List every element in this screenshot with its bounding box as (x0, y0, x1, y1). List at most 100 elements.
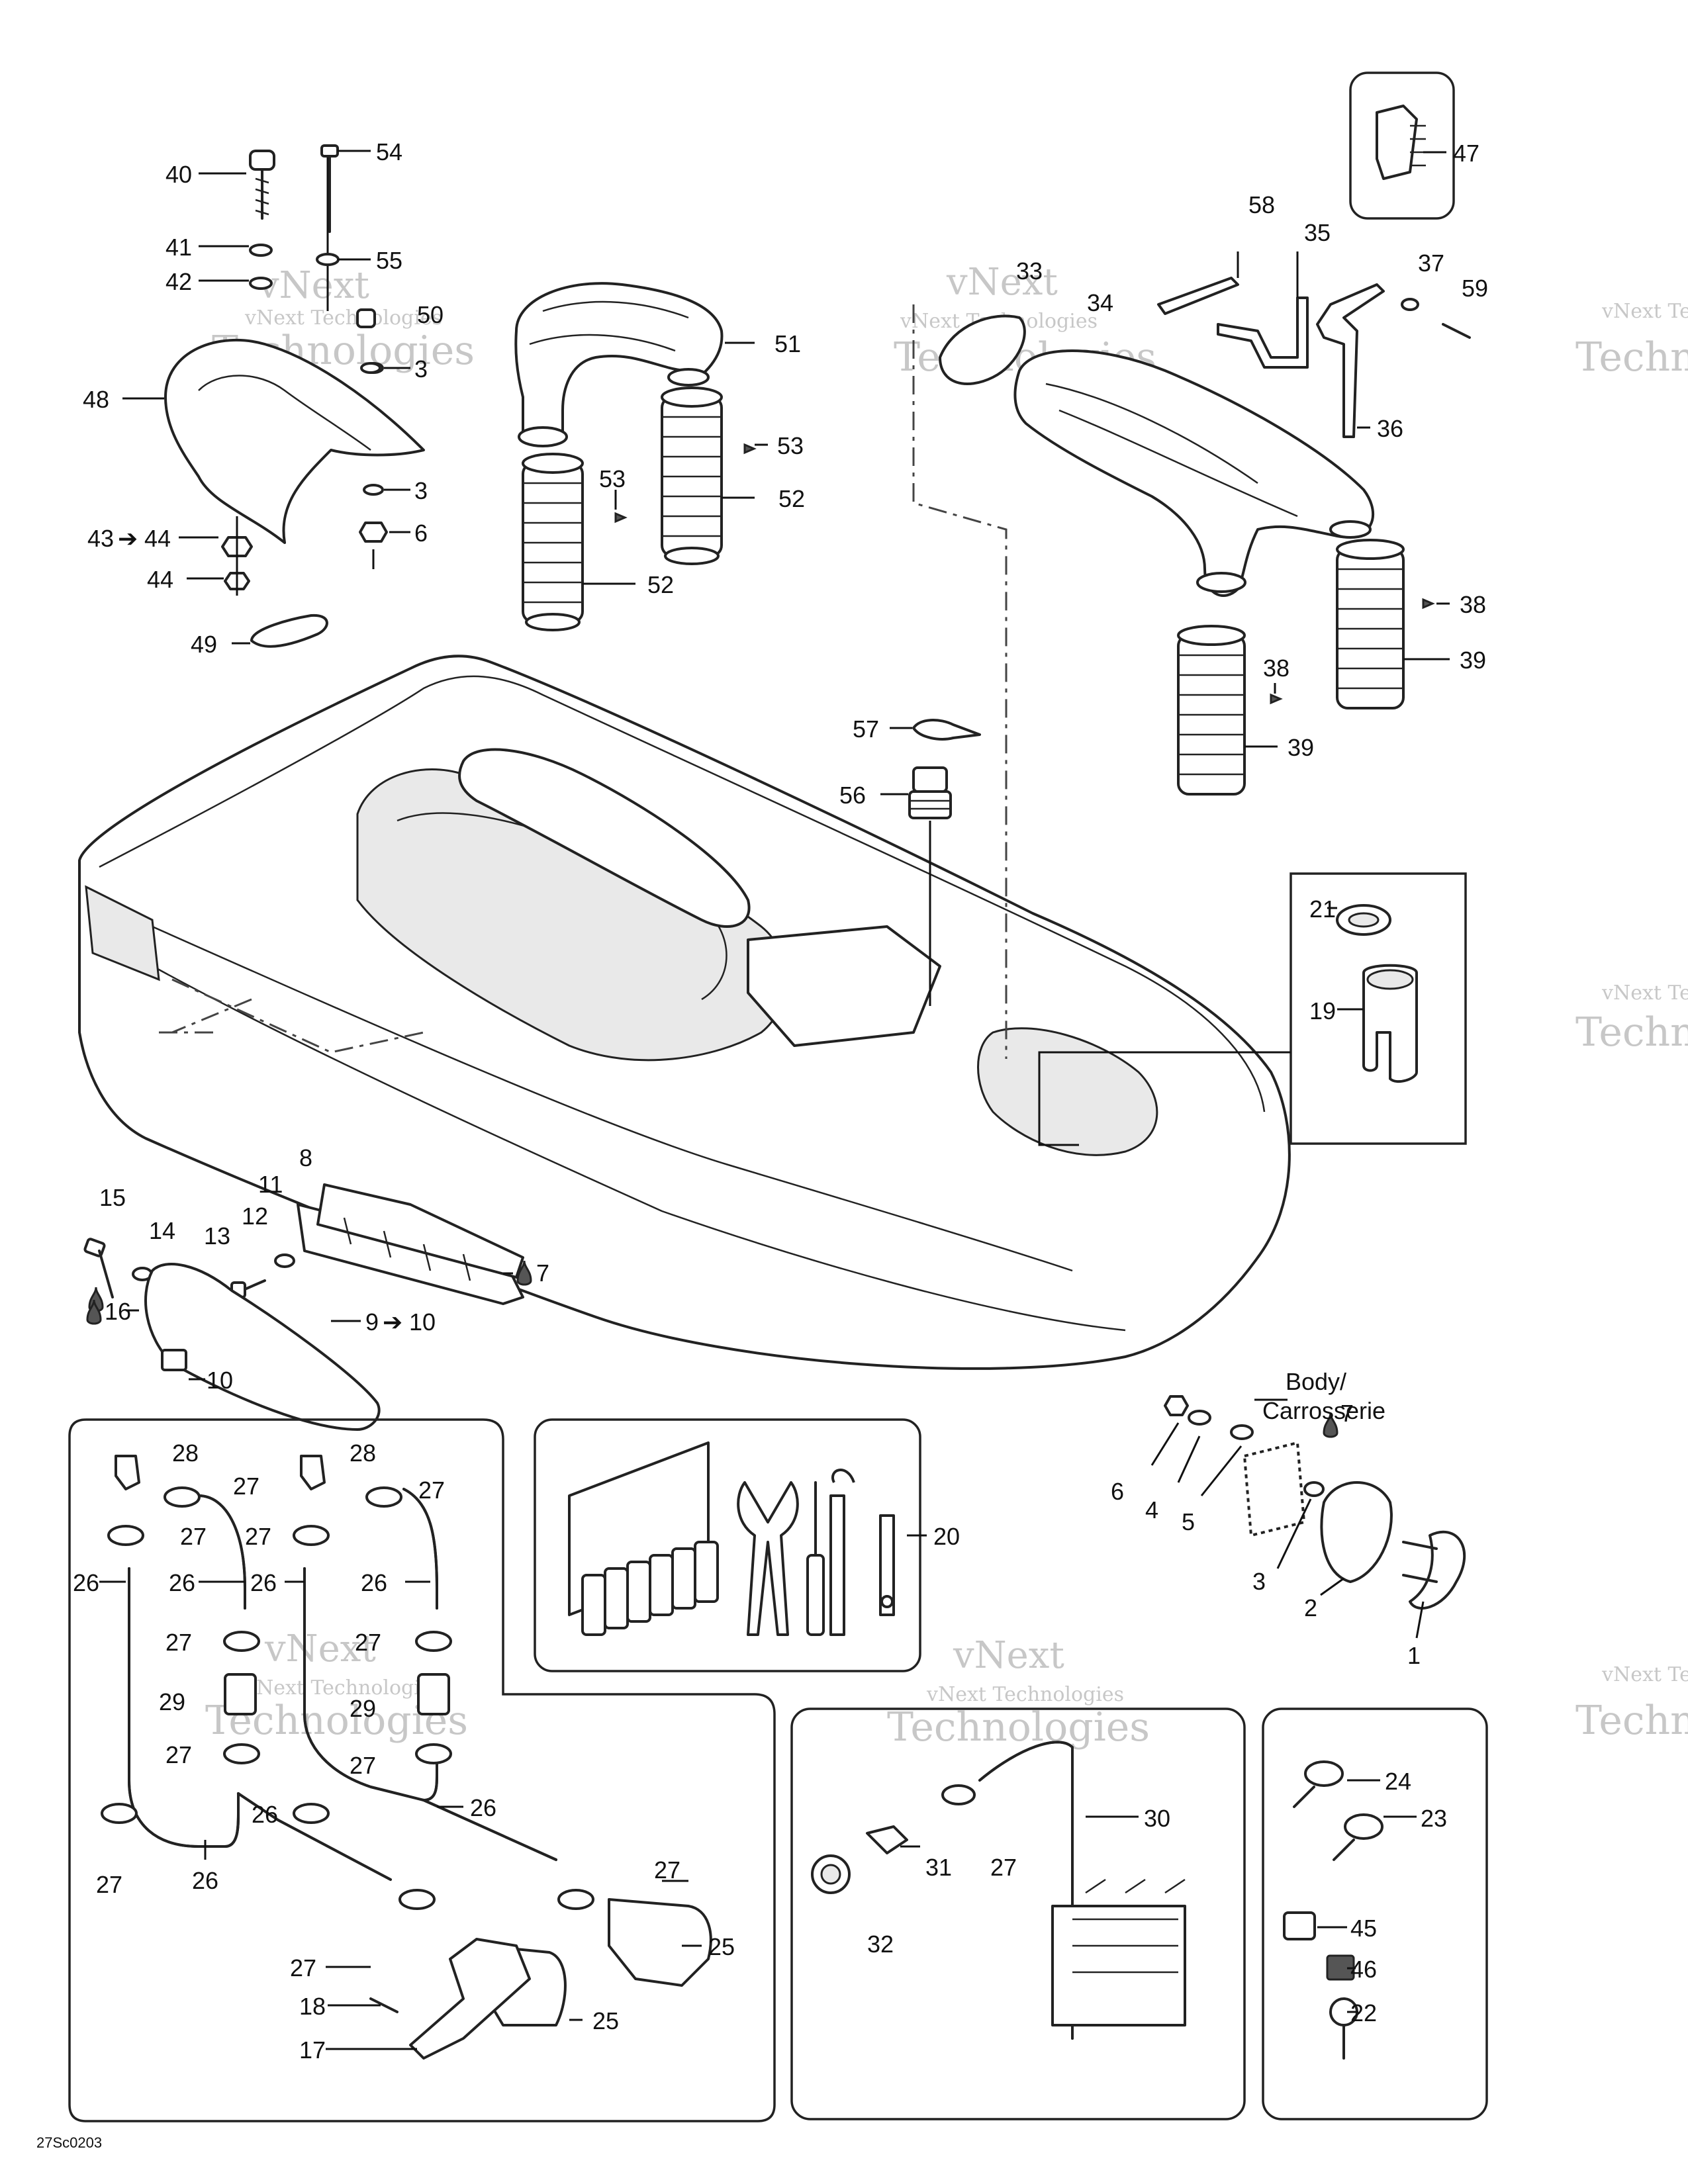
bellows-39-right (1336, 539, 1405, 709)
callout-26-e: 26 (250, 1569, 277, 1596)
callout-24: 24 (1385, 1768, 1411, 1795)
callout-55: 55 (376, 247, 402, 274)
hinge-assembly (1164, 1395, 1466, 1610)
callout-34: 34 (1087, 289, 1113, 316)
watermark-text: vNext Technologies (926, 1683, 1124, 1706)
callout-26-f: 26 (361, 1569, 387, 1596)
callout-14: 14 (149, 1217, 175, 1244)
callout-10-b: 10 (207, 1367, 233, 1394)
side-trim-assembly (83, 1183, 532, 1431)
callout-10-a: 10 (409, 1308, 436, 1336)
callout-26-g: 26 (252, 1801, 278, 1828)
callout-2: 2 (1304, 1594, 1317, 1621)
callout-27-b: 27 (180, 1523, 207, 1550)
bellows-left (522, 453, 584, 631)
callout-39-b: 39 (1288, 734, 1314, 761)
watermark-text: vNext Technologies (1601, 300, 1688, 323)
body-label: Body/ (1286, 1368, 1346, 1395)
callout-17: 17 (299, 2036, 326, 2064)
callout-3-b: 3 (414, 477, 428, 504)
callout-35: 35 (1304, 219, 1331, 246)
callout-23: 23 (1421, 1805, 1447, 1832)
callout-5: 5 (1182, 1508, 1195, 1535)
duct-assembly-right (912, 71, 1471, 1059)
watermark-text: vNext (946, 261, 1058, 304)
leader-lines (99, 150, 1450, 2050)
hull-body (78, 655, 1291, 1370)
watermark-text: vNext (258, 264, 369, 307)
callout-33: 33 (1016, 257, 1043, 285)
drain-plug-assembly (908, 719, 1467, 1146)
hose-kit-box (68, 1418, 776, 2122)
callout-27-j: 27 (654, 1856, 680, 1884)
callout-57: 57 (853, 715, 879, 743)
callout-20: 20 (933, 1523, 960, 1550)
callout-29-a: 29 (159, 1688, 185, 1715)
callout-31: 31 (925, 1854, 952, 1881)
callout-51: 51 (774, 330, 801, 357)
callout-40: 40 (165, 161, 192, 188)
bellows-right (661, 387, 723, 565)
callout-26-c: 26 (192, 1867, 218, 1894)
watermark-text: Technologies (1575, 1009, 1688, 1056)
inset-box-19-21 (1289, 872, 1467, 1145)
callout-8: 8 (299, 1144, 312, 1171)
callout-11: 11 (258, 1171, 283, 1198)
callout-44-a: 44 (144, 525, 171, 552)
callout-38-a: 38 (1460, 591, 1486, 618)
callout-27-c: 27 (165, 1629, 192, 1656)
callout-4: 4 (1145, 1496, 1158, 1524)
wrench-set (581, 1541, 719, 1636)
callout-3-c: 3 (1252, 1568, 1266, 1595)
callout-41: 41 (165, 234, 192, 261)
watermark-text: vNext (264, 1627, 376, 1670)
callout-45: 45 (1350, 1915, 1377, 1942)
callout-7-b: 7 (1340, 1400, 1354, 1427)
callout-28-a: 28 (172, 1439, 199, 1467)
callout-6: 6 (414, 520, 428, 547)
drawing-code: 27Sc0203 (36, 2134, 102, 2151)
inset-box-47 (1349, 71, 1455, 220)
callout-19: 19 (1309, 997, 1336, 1024)
callout-39-a: 39 (1460, 647, 1486, 674)
callout-26-a: 26 (73, 1569, 99, 1596)
watermark-text: vNext Technologies (1601, 981, 1688, 1005)
callout-36: 36 (1377, 415, 1403, 442)
callout-30: 30 (1144, 1805, 1170, 1832)
callout-18: 18 (299, 1993, 326, 2020)
callout-25-b: 25 (592, 2007, 619, 2034)
watermark-text: Technologies (1575, 1698, 1688, 1744)
clips-box (1262, 1707, 1488, 2120)
callout-16: 16 (105, 1298, 131, 1325)
callout-25-a: 25 (708, 1933, 735, 1960)
callout-29-b: 29 (350, 1695, 376, 1722)
callout-13: 13 (204, 1222, 230, 1250)
callout-44-b: 44 (147, 566, 173, 593)
callout-32: 32 (867, 1931, 894, 1958)
bellows-39-left (1177, 625, 1246, 796)
callout-27-i: 27 (350, 1752, 376, 1779)
callout-27-k: 27 (290, 1954, 316, 1981)
watermark-text: vNext (953, 1634, 1064, 1677)
callout-9: 9 (365, 1308, 379, 1336)
callout-56: 56 (839, 782, 866, 809)
watermark-text: vNext Technologies (244, 1676, 442, 1700)
callout-58: 58 (1248, 191, 1275, 218)
tool-kit-box (534, 1418, 921, 1672)
callout-43-44: 43 (87, 525, 114, 552)
callout-labels: 40 41 42 48 43 ➔ 44 44 49 54 55 50 3 3 6… (36, 138, 1488, 2151)
watermark-text: Technologies (1575, 334, 1688, 381)
callout-52-b: 52 (647, 571, 674, 598)
drop-icon (86, 1299, 102, 1325)
callout-21: 21 (1309, 895, 1336, 923)
callout-53-a: 53 (777, 432, 804, 459)
callout-27-f: 27 (418, 1477, 445, 1504)
callout-6-b: 6 (1111, 1478, 1124, 1505)
callout-47: 47 (1453, 140, 1479, 167)
callout-42: 42 (165, 268, 192, 295)
callout-26-b: 26 (169, 1569, 195, 1596)
callout-28-b: 28 (350, 1439, 376, 1467)
callout-38-b: 38 (1263, 655, 1289, 682)
callout-46: 46 (1350, 1956, 1377, 1983)
